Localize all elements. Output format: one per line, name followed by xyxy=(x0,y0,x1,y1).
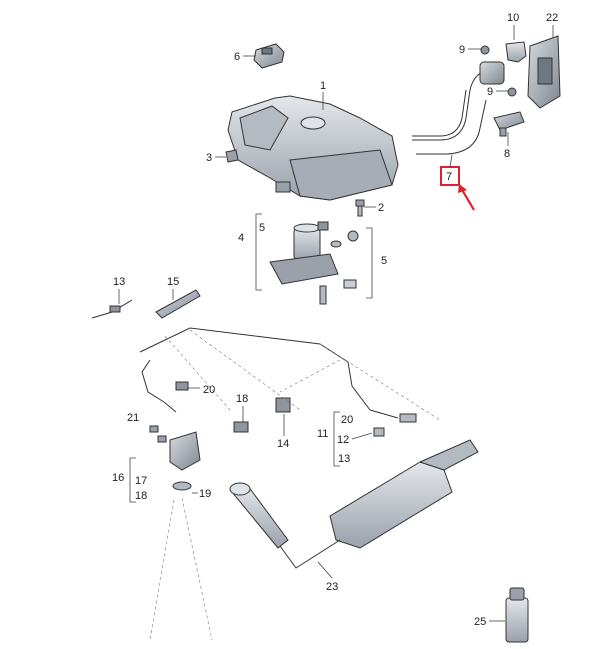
callout-5-left: 5 xyxy=(259,222,265,234)
exhaust-assembly xyxy=(229,439,479,569)
highlight-arrow-7 xyxy=(460,187,475,211)
additive-bottle xyxy=(505,587,529,643)
heated-line-harness xyxy=(139,327,417,437)
callout-14: 14 xyxy=(277,438,289,450)
callout-13-lower: 13 xyxy=(338,453,350,465)
callout-25: 25 xyxy=(474,616,486,628)
pipe-bracket xyxy=(493,111,525,137)
filler-cap xyxy=(505,41,527,63)
callout-18-lower: 18 xyxy=(135,490,147,502)
callout-5-right: 5 xyxy=(381,255,387,267)
callout-6: 6 xyxy=(234,51,240,63)
connector-18 xyxy=(233,421,249,433)
callout-3: 3 xyxy=(206,152,212,164)
callout-20-lower: 20 xyxy=(341,414,353,426)
bolt xyxy=(355,199,365,217)
callout-4: 4 xyxy=(238,232,244,244)
wiring-connector xyxy=(91,299,133,319)
callout-11: 11 xyxy=(317,428,328,440)
callout-18-upper: 18 xyxy=(236,393,248,405)
callout-13-upper: 13 xyxy=(113,276,125,288)
nut-lower xyxy=(507,87,517,97)
callout-21: 21 xyxy=(127,412,139,424)
delivery-pump xyxy=(269,221,359,305)
callout-8: 8 xyxy=(504,148,510,160)
filler-pipe xyxy=(412,61,505,155)
callout-10: 10 xyxy=(507,12,519,24)
adblue-tank xyxy=(227,95,399,201)
callout-19: 19 xyxy=(199,488,211,500)
callout-2: 2 xyxy=(378,202,384,214)
callout-22: 22 xyxy=(546,12,558,24)
callout-17: 17 xyxy=(135,475,147,487)
callout-20-upper: 20 xyxy=(203,384,215,396)
callout-7: 7 xyxy=(446,171,452,183)
callout-15: 15 xyxy=(167,276,179,288)
callout-12: 12 xyxy=(337,434,349,446)
cable-clip xyxy=(155,289,201,319)
callout-23: 23 xyxy=(326,581,338,593)
nut-upper xyxy=(480,45,490,55)
nut xyxy=(225,149,239,163)
callout-1: 1 xyxy=(320,80,326,92)
callout-9-upper: 9 xyxy=(459,44,465,56)
callout-16: 16 xyxy=(112,472,124,484)
sensor-assembly xyxy=(149,425,201,491)
filler-housing xyxy=(527,35,561,109)
callout-9-lower: 9 xyxy=(487,86,493,98)
mounting-bracket xyxy=(253,43,285,69)
